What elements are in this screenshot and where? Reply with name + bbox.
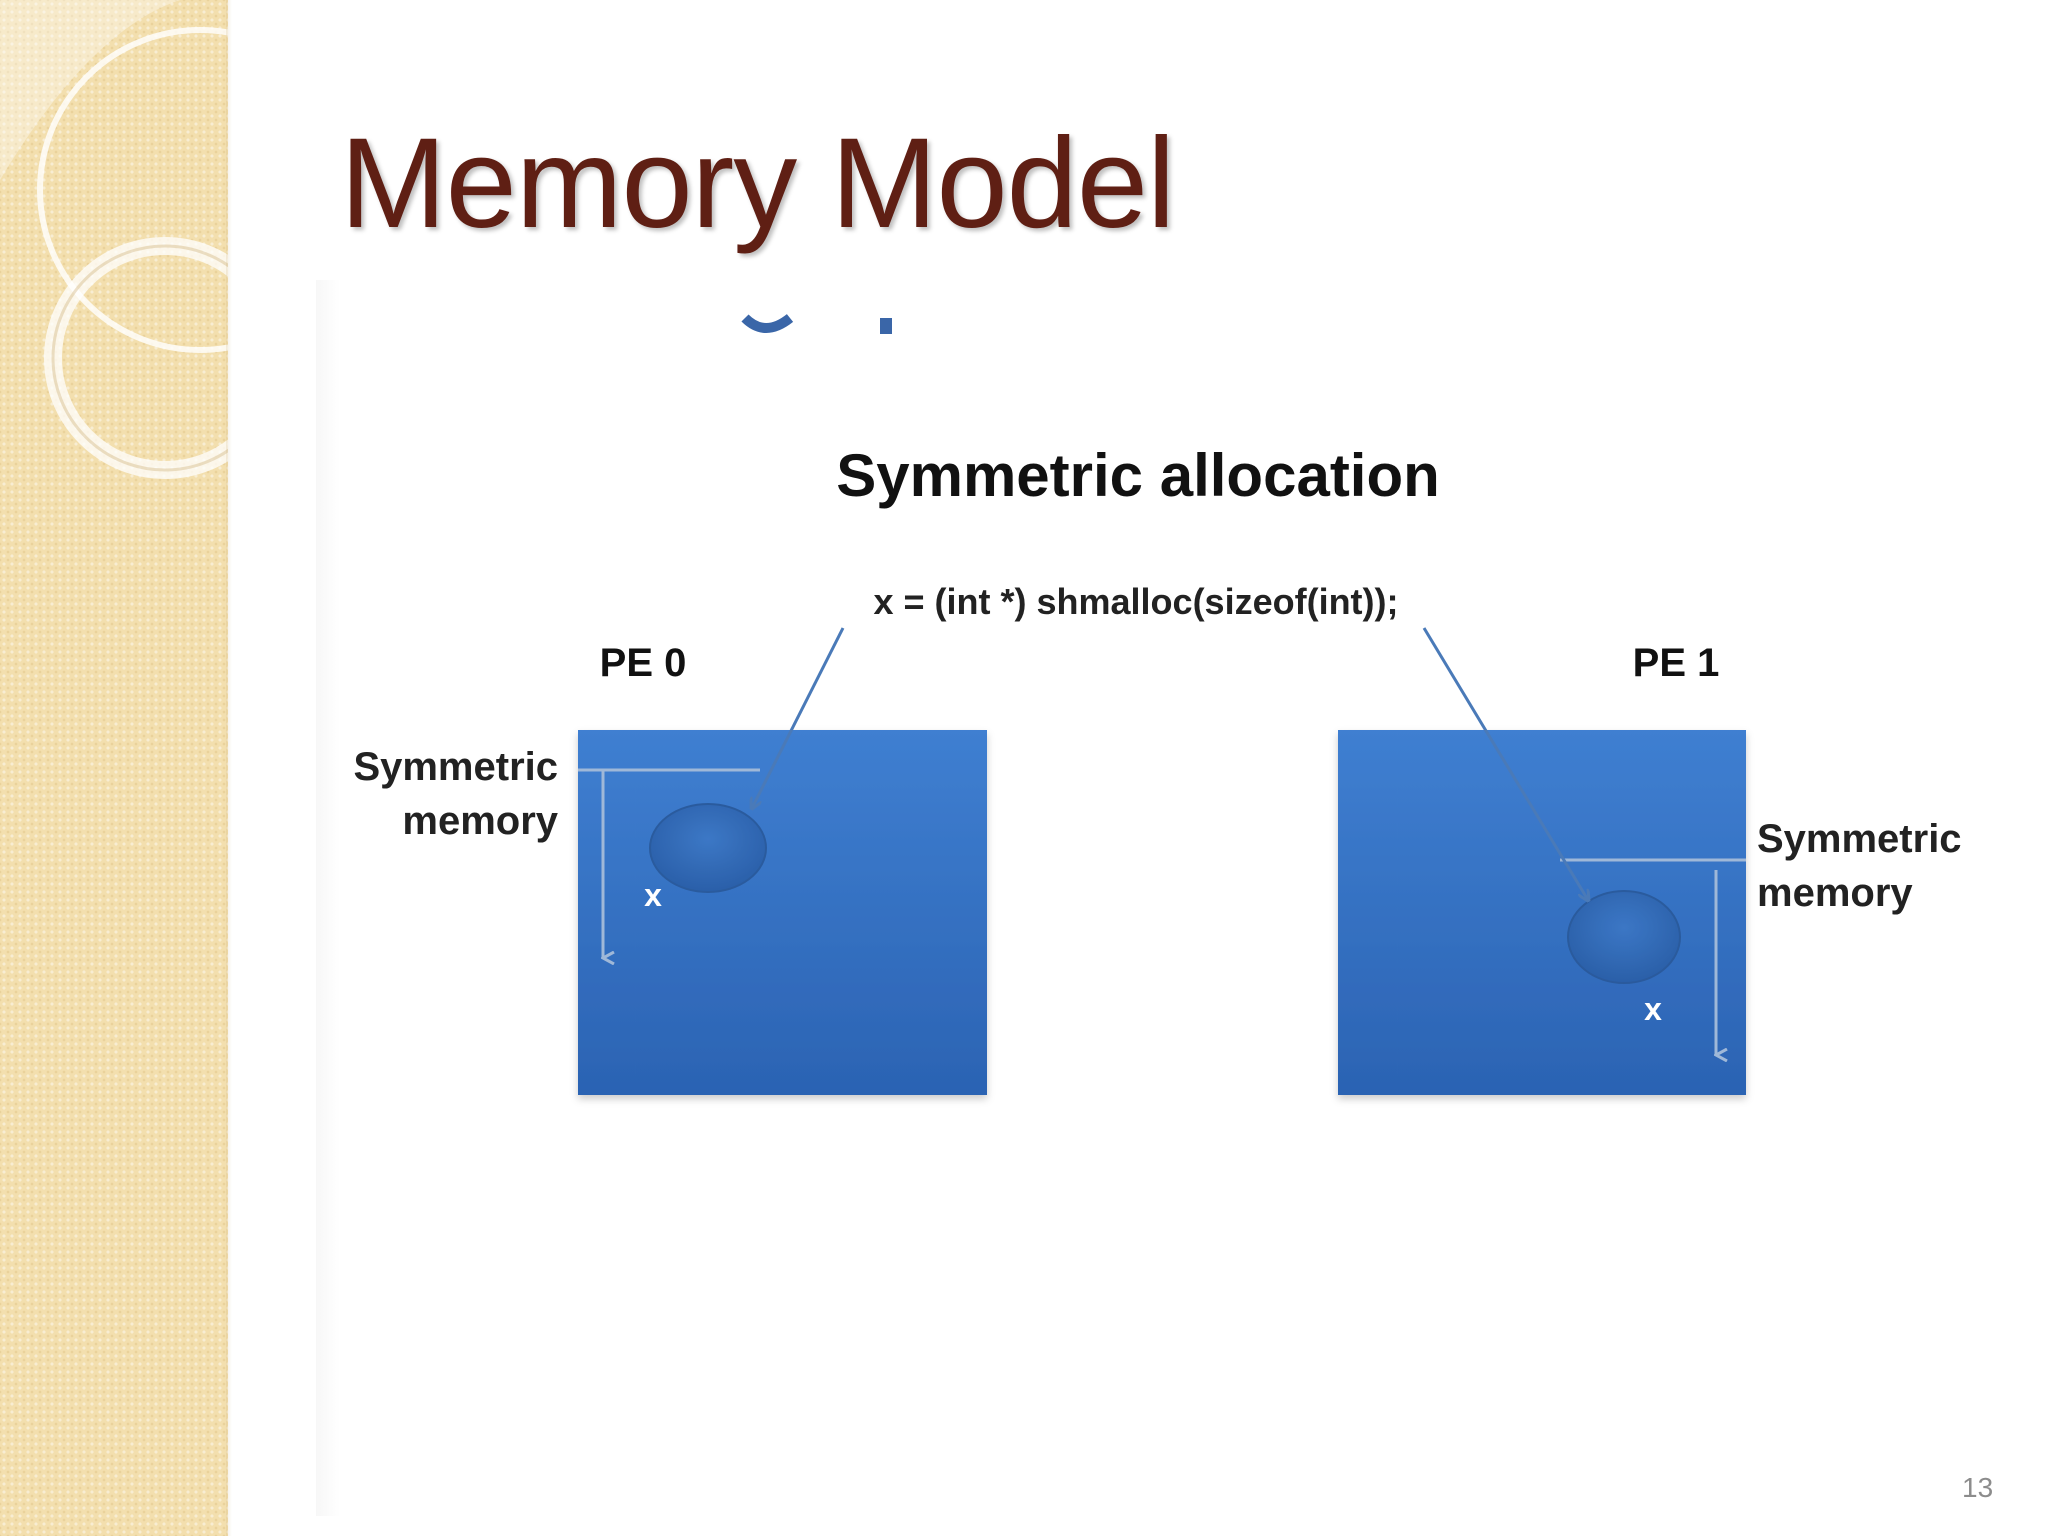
decorative-rings <box>0 0 228 479</box>
pe1-x-allocation <box>1567 890 1681 984</box>
diagram-heading: Symmetric allocation <box>836 442 1440 509</box>
sidebar-edge-shadow <box>226 0 232 1536</box>
pe1-symmetric-label-line1: Symmetric <box>1757 817 1962 861</box>
page-number: 13 <box>1962 1472 1994 1503</box>
pe1-allocation-arrow <box>1422 627 1588 900</box>
pe1-x-label: x <box>1644 991 1662 1027</box>
decorative-sidebar <box>0 0 228 1536</box>
pe0-allocation-arrow <box>752 627 845 808</box>
pe0-label: PE 0 <box>600 641 687 685</box>
shmalloc-code: x = (int *) shmalloc(sizeof(int)); <box>873 581 1398 622</box>
pe0-x-allocation <box>649 803 767 893</box>
pe0-symmetric-label-line2: memory <box>402 799 558 843</box>
pe1-memory-box: x <box>1338 730 1746 1095</box>
pe0-x-label: x <box>644 877 662 913</box>
pe0-memory-box: x <box>578 730 987 1095</box>
pe0-symmetric-label-line1: Symmetric <box>353 745 558 789</box>
slide-title: Memory Model <box>340 112 1175 255</box>
pe1-label: PE 1 <box>1633 641 1720 685</box>
cropped-text-remnant <box>741 313 892 334</box>
pe1-symmetric-label-line2: memory <box>1757 871 1913 915</box>
